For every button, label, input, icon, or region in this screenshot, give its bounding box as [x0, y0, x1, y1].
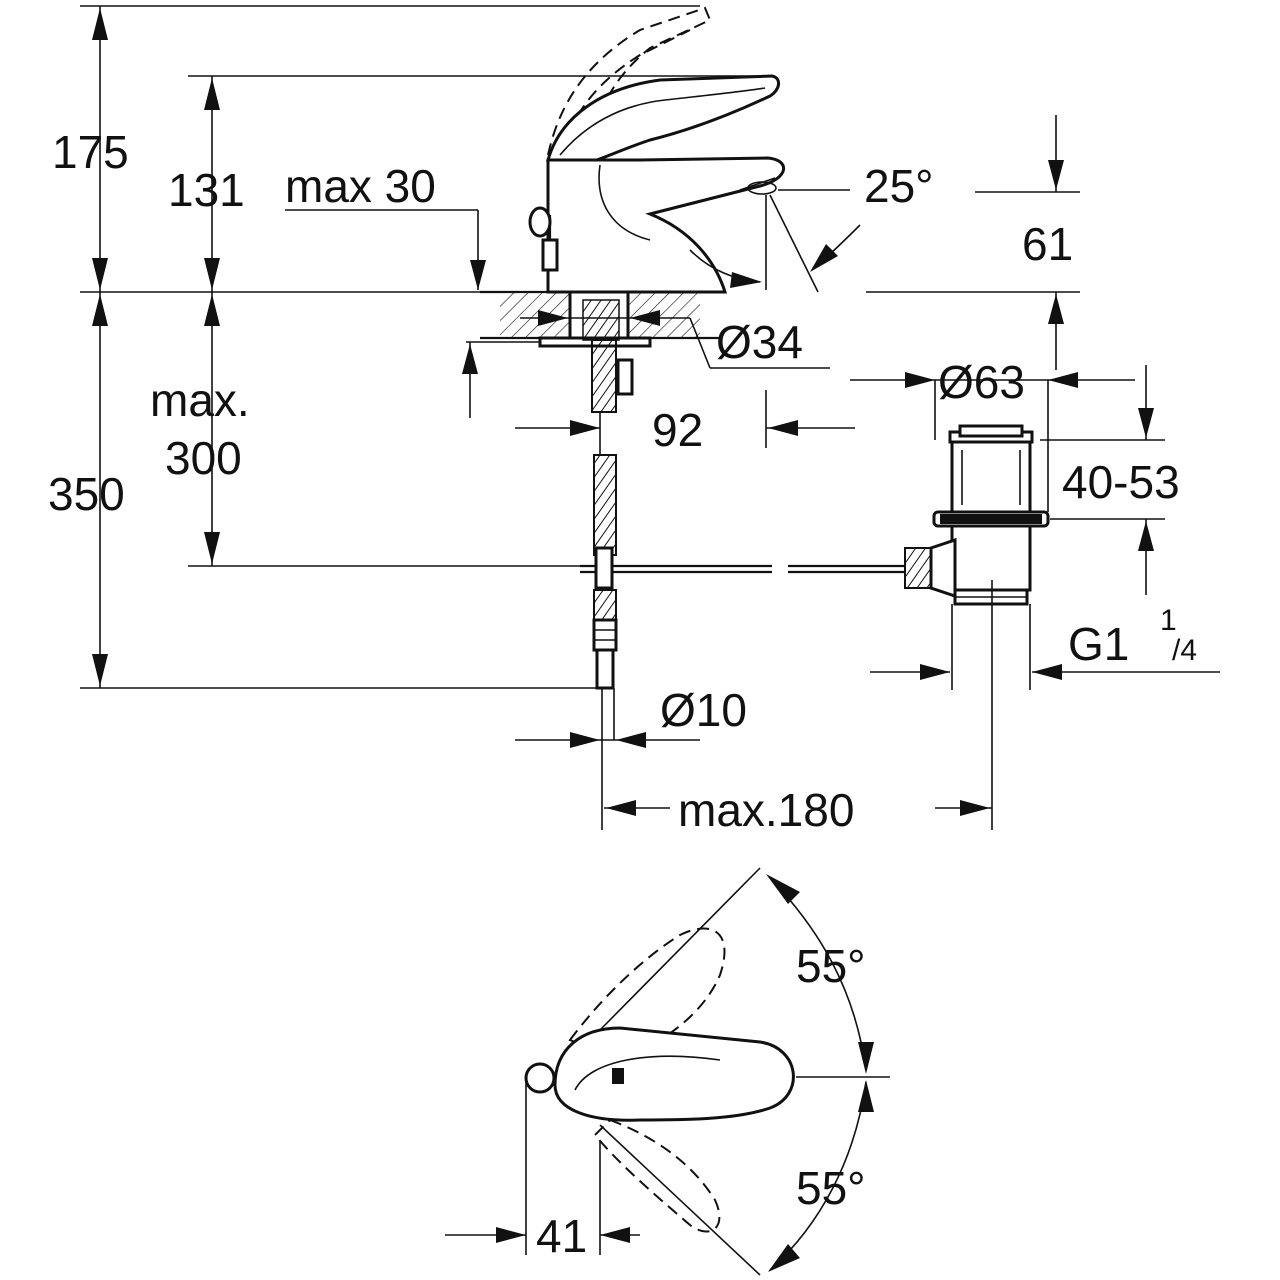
dim-63-lines	[850, 372, 1135, 512]
dim-max-180: max.180	[678, 784, 854, 836]
dim-thread-g1: G1	[1068, 618, 1129, 670]
dimension-lines-left	[80, 5, 760, 689]
dim-175: 175	[52, 126, 129, 178]
dim-41: 41	[536, 1210, 587, 1262]
dim-thread-denominator: /4	[1172, 634, 1197, 667]
dim-g1-lines	[870, 664, 1220, 680]
dim-40-53: 40-53	[1062, 456, 1180, 508]
dim-thread-numerator: 1	[1160, 604, 1177, 637]
faucet-side-view	[480, 6, 855, 830]
dim-angle-25: 25°	[864, 160, 934, 212]
dim-61: 61	[1022, 218, 1073, 270]
dim-max-30: max 30	[285, 160, 436, 212]
dim-300: 300	[165, 432, 242, 484]
faucet-top-view	[445, 867, 890, 1276]
dim-max-label: max.	[150, 374, 250, 426]
dim-350: 350	[48, 468, 125, 520]
drain-assembly	[580, 424, 1050, 830]
dim-angle-55-top: 55°	[796, 940, 866, 992]
dim-40-53-lines	[1040, 365, 1165, 595]
dim-diameter-63: Ø63	[938, 356, 1025, 408]
dim-92: 92	[652, 404, 703, 456]
dim-131: 131	[168, 164, 245, 216]
dim-61-lines	[866, 115, 1080, 370]
dim-diameter-10: Ø10	[660, 684, 747, 736]
dim-angle-55-bottom: 55°	[796, 1162, 866, 1214]
angle-25	[689, 189, 861, 293]
dim-180-lines	[604, 800, 992, 816]
dim-diameter-34: Ø34	[716, 316, 803, 368]
